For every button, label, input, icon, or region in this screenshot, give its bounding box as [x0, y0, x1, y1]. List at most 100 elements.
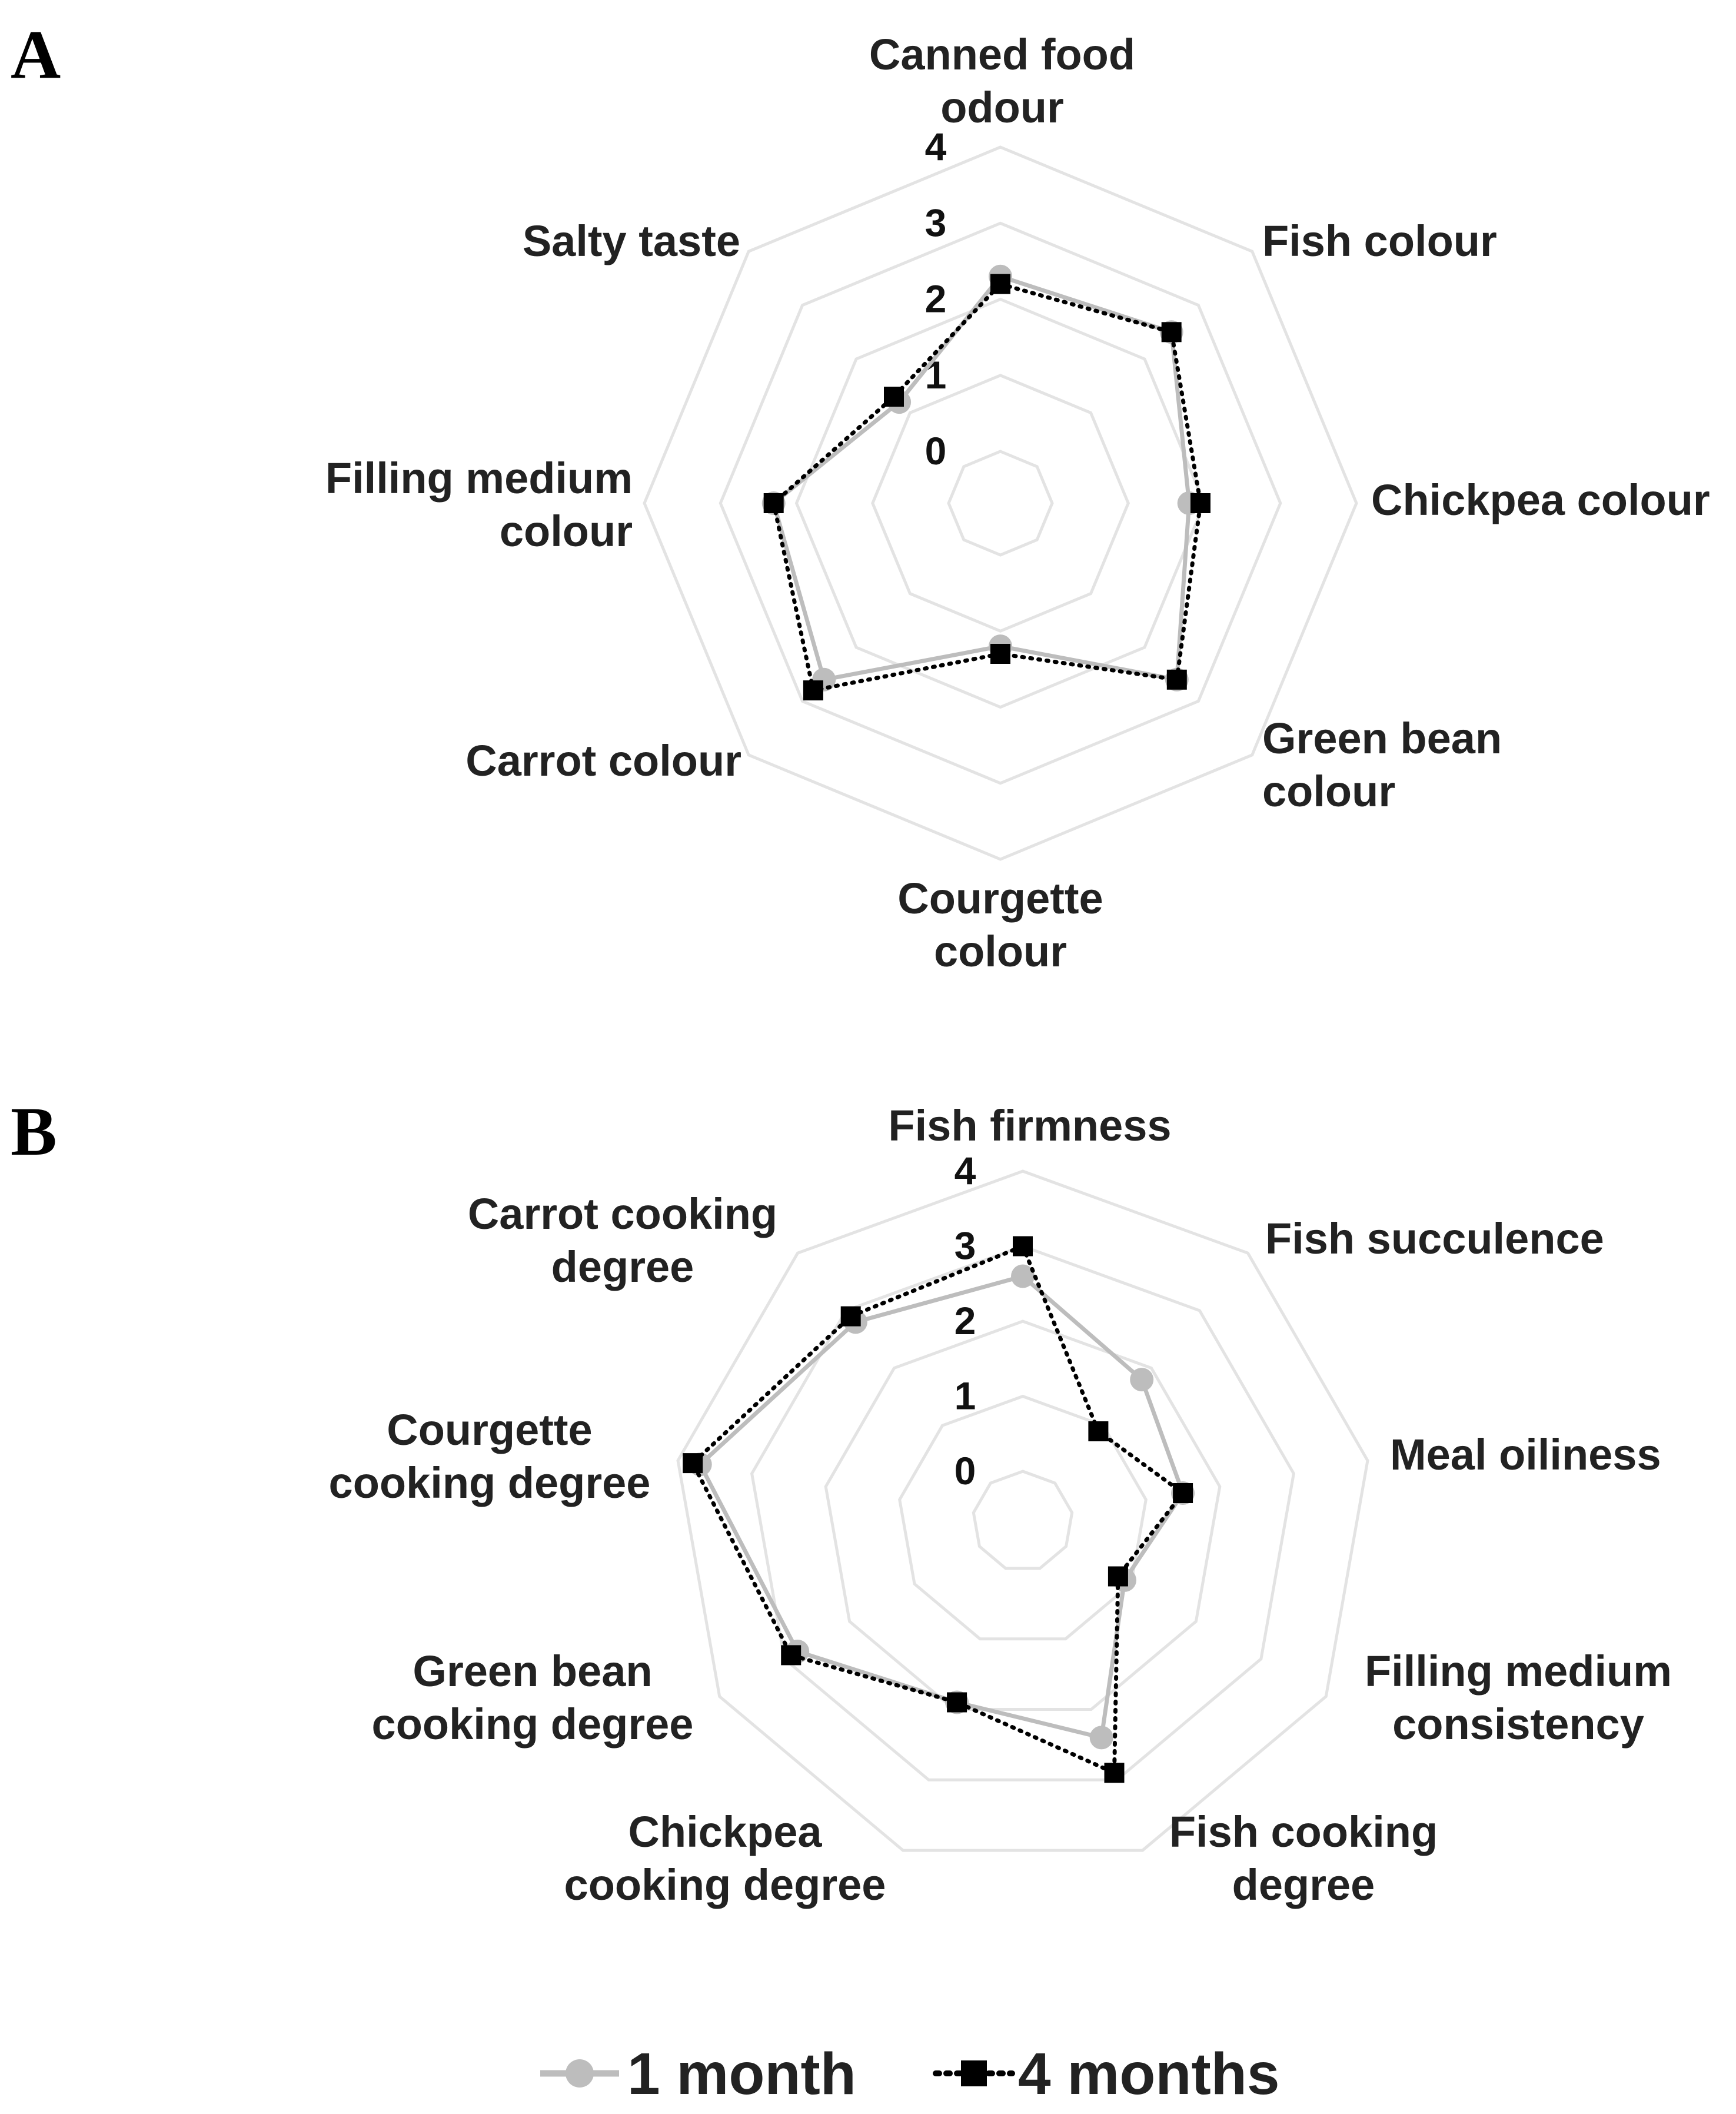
data-point-4-months-6 [781, 1645, 802, 1666]
legend-marker-4-months [961, 2060, 987, 2086]
legend-label-1-month: 1 month [627, 2041, 856, 2107]
data-point-4-months-2 [1190, 493, 1210, 513]
grid-ring-4 [676, 1169, 1369, 1852]
grid-ring-4 [643, 145, 1358, 861]
data-point-1-month-1 [1130, 1368, 1154, 1392]
category-label-line: Fish colour [1262, 217, 1497, 265]
data-point-4-months-3 [1108, 1566, 1128, 1587]
data-point-4-months-7 [884, 387, 904, 407]
category-label-meal-oiliness: Meal oiliness [1390, 1430, 1661, 1479]
category-label-line: Fish firmness [888, 1101, 1171, 1150]
category-label-carrot-colour: Carrot colour [465, 736, 741, 785]
tick-label-1: 1 [955, 1374, 976, 1418]
data-point-4-months-1 [1161, 322, 1182, 343]
category-label-line: Filling medium [1365, 1647, 1672, 1696]
category-label-line: colour [1262, 767, 1395, 816]
data-point-4-months-2 [1173, 1483, 1193, 1503]
category-label-line: Chickpea colour [1371, 476, 1710, 524]
category-label-line: degree [1232, 1860, 1375, 1909]
category-label-line: Carrot cooking [468, 1189, 777, 1238]
data-point-4-months-6 [763, 493, 784, 513]
category-label-line: Green bean [1262, 714, 1502, 763]
category-label-chickpea-colour: Chickpea colour [1371, 476, 1710, 524]
category-label-line: degree [551, 1242, 694, 1291]
category-label-line: colour [934, 927, 1067, 976]
radar-grid-a [643, 145, 1358, 861]
category-label-line: Carrot colour [465, 736, 741, 785]
data-point-4-months-0 [990, 274, 1010, 294]
category-label-line: Filling medium [325, 454, 633, 503]
data-point-4-months-5 [803, 680, 823, 701]
grid-ring-2 [824, 1319, 1222, 1711]
data-point-4-months-8 [840, 1306, 861, 1327]
category-label-line: Salty taste [523, 217, 740, 265]
data-point-4-months-4 [990, 644, 1010, 664]
category-label-line: cooking degree [329, 1458, 651, 1507]
data-point-4-months-3 [1166, 669, 1187, 690]
legend-label-4-months: 4 months [1018, 2041, 1279, 2107]
category-label-line: Courgette [897, 874, 1103, 923]
data-point-1-month-4 [1089, 1726, 1113, 1750]
grid-ring-2 [794, 297, 1206, 709]
grid-ring-0 [972, 1470, 1074, 1570]
category-label-fish-firmness: Fish firmness [888, 1101, 1171, 1150]
series-line-1-month [771, 274, 1192, 682]
radar-series-a [761, 264, 1210, 701]
data-point-4-months-1 [1088, 1421, 1109, 1441]
legend-item-4-months: 4 months [933, 2041, 1279, 2107]
data-point-4-months-0 [1013, 1236, 1033, 1257]
category-label-line: Courgette [387, 1405, 592, 1454]
category-label-line: colour [500, 507, 633, 556]
tick-label-3: 3 [925, 201, 947, 244]
tick-label-2: 2 [955, 1299, 976, 1342]
category-label-line: Fish cooking [1169, 1807, 1438, 1856]
category-label-fish-colour: Fish colour [1262, 217, 1497, 265]
category-label-line: Canned food [869, 30, 1135, 79]
data-point-4-months-4 [1104, 1763, 1125, 1783]
legend: 1 month 4 months [540, 2041, 1279, 2107]
radar-grid-b [676, 1169, 1369, 1852]
category-label-line: Meal oiliness [1390, 1430, 1661, 1479]
tick-label-4: 4 [955, 1149, 976, 1192]
category-label-line: Chickpea [628, 1807, 822, 1856]
panel-letter-a: A [11, 16, 61, 93]
category-label-line: cooking degree [372, 1700, 694, 1749]
category-label-fish-succulence: Fish succulence [1265, 1214, 1604, 1263]
tick-label-2: 2 [925, 277, 947, 321]
series-line-4-months [771, 281, 1203, 693]
legend-item-1-month: 1 month [540, 2041, 856, 2107]
legend-marker-1-month [566, 2059, 594, 2088]
tick-label-4: 4 [925, 125, 947, 168]
category-label-salty-taste: Salty taste [523, 217, 740, 265]
panel-letter-b: B [11, 1093, 57, 1170]
data-point-1-month-0 [1011, 1264, 1035, 1288]
category-label-line: Green bean [413, 1647, 652, 1696]
category-label-line: Fish succulence [1265, 1214, 1604, 1263]
category-label-line: consistency [1392, 1700, 1644, 1749]
grid-ring-0 [947, 450, 1054, 557]
tick-label-0: 0 [955, 1449, 976, 1493]
tick-label-0: 0 [925, 429, 947, 473]
category-label-line: cooking degree [564, 1860, 886, 1909]
series-line-1-month [697, 1274, 1185, 1740]
data-point-4-months-5 [947, 1692, 967, 1713]
grid-ring-3 [750, 1244, 1296, 1781]
grid-ring-1 [871, 374, 1130, 633]
series-line-4-months [690, 1243, 1186, 1776]
grid-ring-1 [898, 1394, 1148, 1641]
